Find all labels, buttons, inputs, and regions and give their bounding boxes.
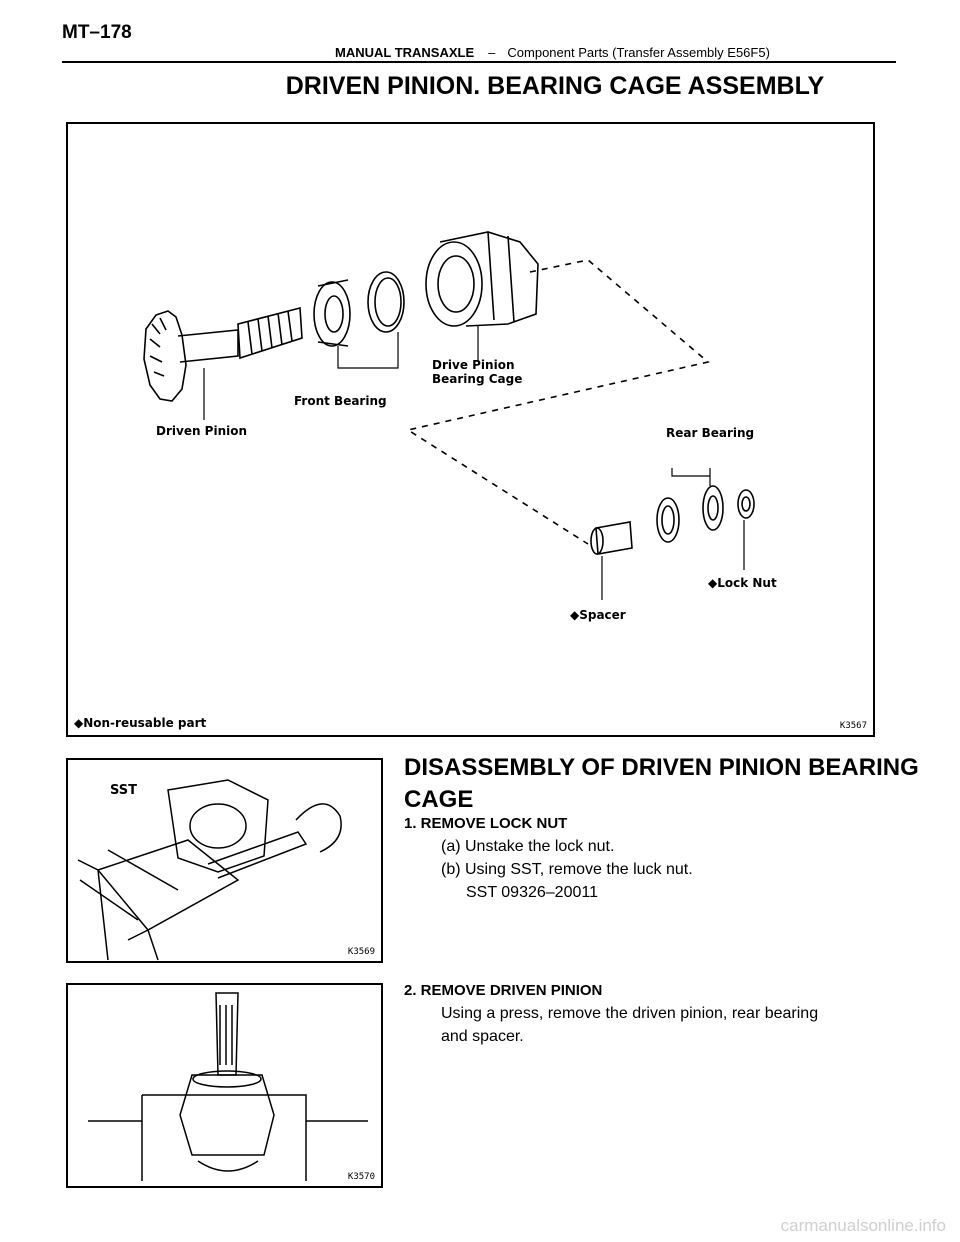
label-lock-nut: ◆Lock Nut bbox=[708, 576, 777, 590]
watermark: carmanualsonline.info bbox=[780, 1216, 946, 1235]
running-header: MANUAL TRANSAXLE–Component Parts (Transf… bbox=[335, 45, 770, 60]
disassembly-heading: DISASSEMBLY OF DRIVEN PINION BEARING CAG… bbox=[404, 754, 919, 813]
legend-non-reusable: ◆Non-reusable part bbox=[74, 716, 207, 730]
label-drive-pinion: Drive Pinion bbox=[432, 358, 515, 372]
step1-line-b: (b) Using SST, remove the luck nut. bbox=[441, 861, 693, 878]
label-driven-pinion: Driven Pinion bbox=[156, 424, 248, 438]
header-separator: – bbox=[488, 45, 496, 60]
step1-sst-number: SST 09326–20011 bbox=[466, 884, 598, 901]
figure-code-press: K3570 bbox=[347, 1172, 375, 1182]
press-removal-drawing bbox=[88, 992, 368, 1181]
exploded-view-drawing bbox=[143, 231, 755, 600]
label-spacer: ◆Spacer bbox=[570, 608, 626, 622]
step2-line-1: Using a press, remove the driven pinion,… bbox=[441, 1005, 819, 1022]
page-number: MT–178 bbox=[62, 22, 132, 43]
press-removal-figure: K3570 bbox=[66, 983, 383, 1188]
label-rear-bearing: Rear Bearing bbox=[666, 426, 755, 440]
step2-title: 2. REMOVE DRIVEN PINION bbox=[404, 982, 603, 999]
step1-title: 1. REMOVE LOCK NUT bbox=[404, 815, 568, 832]
header-subsection: Component Parts (Transfer Assembly E56F5… bbox=[507, 45, 770, 60]
exploded-view-figure: Drive Pinion Bearing Cage Front Bearing … bbox=[66, 122, 875, 737]
step1-line-a: (a) Unstake the lock nut. bbox=[441, 838, 615, 855]
label-sst: SST bbox=[110, 783, 138, 798]
label-bearing-cage: Bearing Cage bbox=[432, 372, 523, 386]
lock-nut-removal-drawing bbox=[77, 779, 342, 961]
page-title: DRIVEN PINION. BEARING CAGE ASSEMBLY bbox=[285, 72, 825, 100]
lock-nut-removal-figure: SST K3569 bbox=[66, 758, 383, 963]
figure-code-lock: K3569 bbox=[347, 947, 375, 957]
header-rule bbox=[62, 61, 896, 63]
label-front-bearing: Front Bearing bbox=[294, 394, 387, 408]
step2-line-2: and spacer. bbox=[441, 1028, 524, 1045]
header-section: MANUAL TRANSAXLE bbox=[335, 45, 475, 60]
figure-code: K3567 bbox=[839, 721, 867, 731]
